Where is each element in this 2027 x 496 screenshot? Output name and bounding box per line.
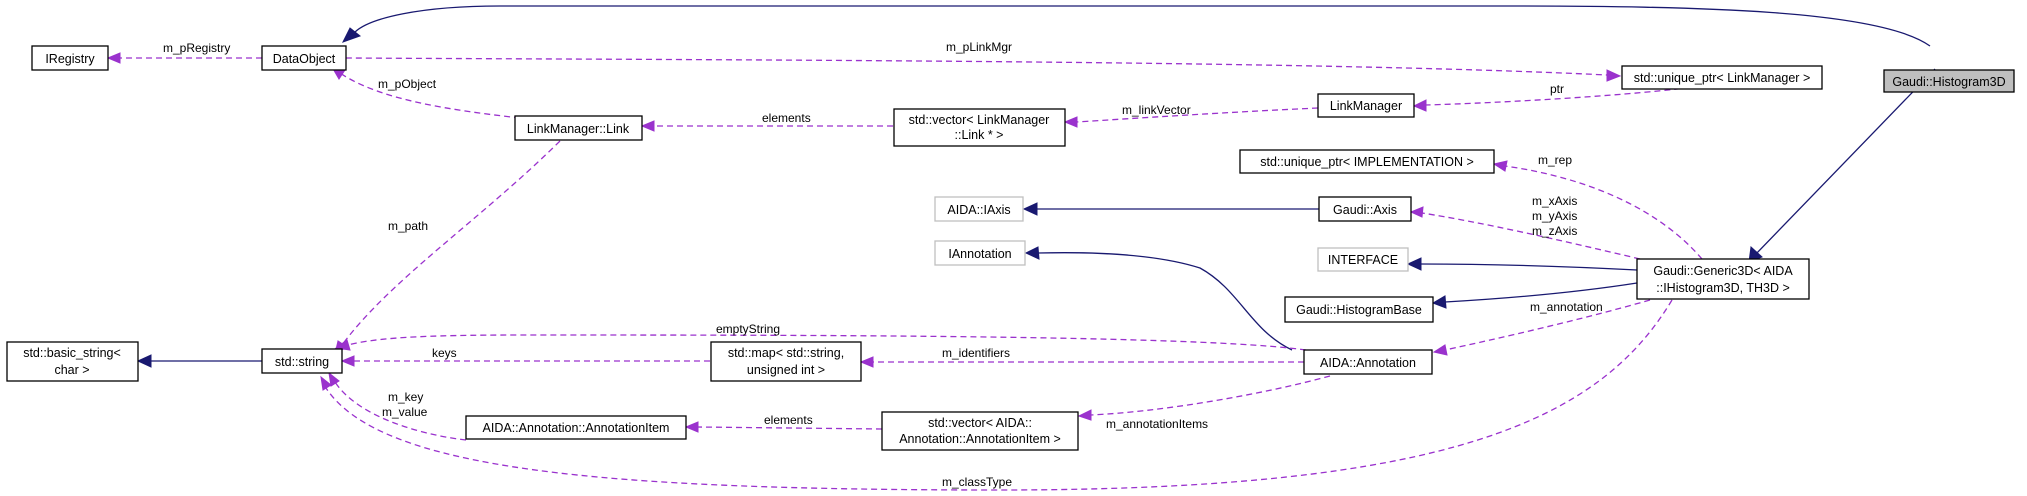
label-elements-link: elements: [762, 111, 811, 125]
label-m-xaxis: m_xAxis: [1532, 194, 1577, 208]
label-m-value: m_value: [382, 405, 428, 419]
label-m-zaxis: m_zAxis: [1532, 224, 1577, 238]
label-m-yaxis: m_yAxis: [1532, 209, 1577, 223]
node-std-map[interactable]: std::map< std::string, unsigned int >: [710, 341, 862, 382]
edge-axis-iaxis: [1022, 202, 1319, 216]
node-histogram3d[interactable]: Gaudi::Histogram3D: [1883, 69, 2015, 93]
node-interface[interactable]: INTERFACE: [1317, 247, 1409, 272]
svg-text:AIDA::Annotation: AIDA::Annotation: [1320, 356, 1416, 370]
svg-text:std::vector< LinkManager: std::vector< LinkManager: [909, 113, 1050, 127]
edge-link-dataobject: [330, 66, 521, 119]
label-m-rep: m_rep: [1538, 153, 1572, 167]
node-histogrambase[interactable]: Gaudi::HistogramBase: [1284, 296, 1434, 323]
svg-text:::Link * >: ::Link * >: [955, 128, 1004, 142]
node-annotation-item[interactable]: AIDA::Annotation::AnnotationItem: [465, 415, 687, 440]
edge-generic3d-axis: [1409, 206, 1641, 260]
node-dataobject[interactable]: DataObject: [261, 45, 347, 71]
svg-text:::IHistogram3D, TH3D >: ::IHistogram3D, TH3D >: [1656, 281, 1790, 295]
svg-text:Annotation::AnnotationItem >: Annotation::AnnotationItem >: [899, 432, 1061, 446]
edge-link-stdstring: [334, 140, 561, 356]
label-m-pobject: m_pObject: [378, 77, 437, 91]
svg-text:std::vector< AIDA::: std::vector< AIDA::: [928, 416, 1032, 430]
svg-text:std::string: std::string: [275, 355, 329, 369]
edge-annotation-stdmap: [859, 356, 1304, 368]
node-gaudi-axis[interactable]: Gaudi::Axis: [1318, 196, 1412, 222]
edge-stdmap-stdstring: [340, 355, 710, 367]
edge-dataobject-uniqueptr-linkmanager: [345, 57, 1622, 82]
svg-text:std::unique_ptr< IMPLEMENTATIO: std::unique_ptr< IMPLEMENTATION >: [1260, 155, 1474, 169]
label-m-annotationitems: m_annotationItems: [1106, 417, 1208, 431]
edge-item-stdstring: [328, 371, 467, 441]
svg-text:std::map< std::string,: std::map< std::string,: [728, 346, 844, 360]
label-m-plinkmgr: m_pLinkMgr: [946, 40, 1012, 54]
node-iregistry[interactable]: IRegistry: [31, 45, 109, 71]
svg-text:std::basic_string<: std::basic_string<: [23, 346, 121, 360]
node-generic3d[interactable]: Gaudi::Generic3D< AIDA ::IHistogram3D, T…: [1636, 258, 1810, 300]
label-m-pregistry: m_pRegistry: [163, 41, 230, 55]
label-ptr: ptr: [1550, 82, 1564, 96]
node-unique-ptr-implementation[interactable]: std::unique_ptr< IMPLEMENTATION >: [1239, 149, 1495, 174]
svg-text:Gaudi::Generic3D< AIDA: Gaudi::Generic3D< AIDA: [1653, 264, 1793, 278]
node-aida-iaxis[interactable]: AIDA::IAxis: [934, 196, 1024, 222]
edge-generic3d-stdstring-classtype: [320, 299, 1673, 491]
node-aida-annotation[interactable]: AIDA::Annotation: [1303, 349, 1433, 375]
edge-annotation-vectoritem: [1077, 375, 1331, 421]
node-unique-ptr-linkmanager[interactable]: std::unique_ptr< LinkManager >: [1621, 65, 1823, 90]
svg-text:std::unique_ptr< LinkManager >: std::unique_ptr< LinkManager >: [1634, 71, 1811, 85]
edge-stdstring-basicstring: [136, 354, 262, 368]
svg-text:IAnnotation: IAnnotation: [948, 247, 1011, 261]
svg-text:LinkManager::Link: LinkManager::Link: [527, 122, 630, 136]
svg-text:INTERFACE: INTERFACE: [1328, 253, 1398, 267]
svg-text:LinkManager: LinkManager: [1330, 99, 1402, 113]
edge-annotation-iannotation: [1024, 246, 1293, 351]
edge-histogram3d-dataobject: [341, 5, 1931, 47]
svg-text:AIDA::Annotation::AnnotationIt: AIDA::Annotation::AnnotationItem: [483, 421, 670, 435]
edge-histogram3d-generic3d: [1748, 68, 1936, 263]
edge-generic3d-annotation: [1432, 299, 1651, 356]
svg-text:AIDA::IAxis: AIDA::IAxis: [947, 203, 1010, 217]
node-iannotation[interactable]: IAnnotation: [934, 240, 1026, 266]
svg-text:char >: char >: [54, 363, 89, 377]
node-linkmanager[interactable]: LinkManager: [1317, 93, 1415, 118]
label-m-annotation: m_annotation: [1530, 300, 1603, 314]
label-m-identifiers: m_identifiers: [942, 346, 1010, 360]
edge-linkmanager-vectorlink: [1063, 107, 1319, 128]
label-emptystring: emptyString: [716, 322, 780, 336]
label-m-path: m_path: [388, 219, 428, 233]
svg-text:IRegistry: IRegistry: [45, 52, 95, 66]
edge-uniqueptr-linkmanager: [1412, 85, 1701, 112]
svg-text:unsigned int >: unsigned int >: [747, 363, 825, 377]
edge-vectoritem-item: [684, 421, 883, 433]
node-vector-link[interactable]: std::vector< LinkManager ::Link * >: [893, 108, 1066, 147]
svg-text:Gaudi::HistogramBase: Gaudi::HistogramBase: [1296, 303, 1422, 317]
label-elements-item: elements: [764, 413, 813, 427]
edge-generic3d-uniqueptr-impl: [1492, 160, 1703, 260]
label-m-classtype: m_classType: [942, 475, 1012, 489]
node-basic-string[interactable]: std::basic_string< char >: [6, 341, 139, 382]
svg-text:DataObject: DataObject: [273, 52, 336, 66]
edge-generic3d-histogrambase: [1431, 282, 1638, 309]
edge-annotation-stdstring-emptystring: [334, 334, 1307, 351]
label-m-linkvector: m_linkVector: [1122, 103, 1191, 117]
svg-text:Gaudi::Histogram3D: Gaudi::Histogram3D: [1892, 75, 2005, 89]
node-vector-annotation-item[interactable]: std::vector< AIDA:: Annotation::Annotati…: [881, 411, 1079, 451]
node-std-string[interactable]: std::string: [261, 348, 343, 374]
node-linkmanager-link[interactable]: LinkManager::Link: [514, 115, 643, 141]
label-keys: keys: [432, 346, 457, 360]
edge-vectorlink-link: [640, 120, 893, 132]
edge-generic3d-interface: [1406, 257, 1638, 271]
edge-dataobject-iregistry: [106, 52, 262, 64]
label-m-key: m_key: [388, 390, 423, 404]
svg-text:Gaudi::Axis: Gaudi::Axis: [1333, 203, 1397, 217]
